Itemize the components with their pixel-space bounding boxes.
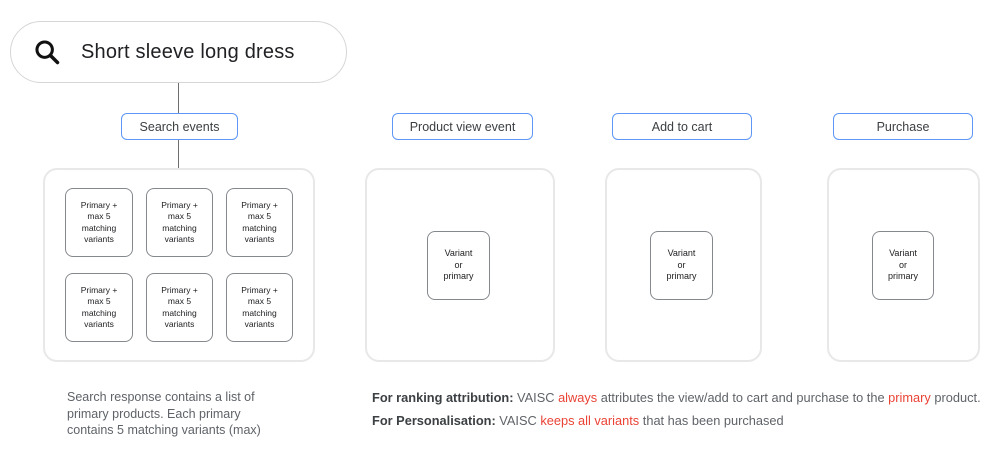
connector-label-to-container [178,140,179,168]
primary-variants-box: Primary + max 5 matching variants [226,273,293,342]
event-label-add-to-cart: Add to cart [612,113,752,140]
connector-search-to-label [178,83,179,113]
variant-or-primary-box: Variant or primary [650,231,713,300]
search-query-text: Short sleeve long dress [81,40,295,63]
variant-or-primary-box: Variant or primary [427,231,490,300]
primary-variants-box: Primary + max 5 matching variants [65,273,133,342]
event-label-purchase: Purchase [833,113,973,140]
search-bar: Short sleeve long dress [10,21,347,83]
primary-variants-box: Primary + max 5 matching variants [226,188,293,257]
variant-or-primary-box: Variant or primary [872,231,934,300]
search-response-note: Search response contains a list of prima… [67,390,261,437]
event-label-product-view: Product view event [392,113,533,140]
search-icon [35,40,60,65]
primary-variants-box: Primary + max 5 matching variants [146,188,213,257]
event-label-search-events: Search events [121,113,238,140]
attribution-notes: For ranking attribution: VAISC always at… [372,390,992,436]
ranking-attribution-note: For ranking attribution: VAISC always at… [372,390,981,405]
primary-variants-box: Primary + max 5 matching variants [146,273,213,342]
personalisation-note: For Personalisation: VAISC keeps all var… [372,413,784,428]
primary-variants-box: Primary + max 5 matching variants [65,188,133,257]
